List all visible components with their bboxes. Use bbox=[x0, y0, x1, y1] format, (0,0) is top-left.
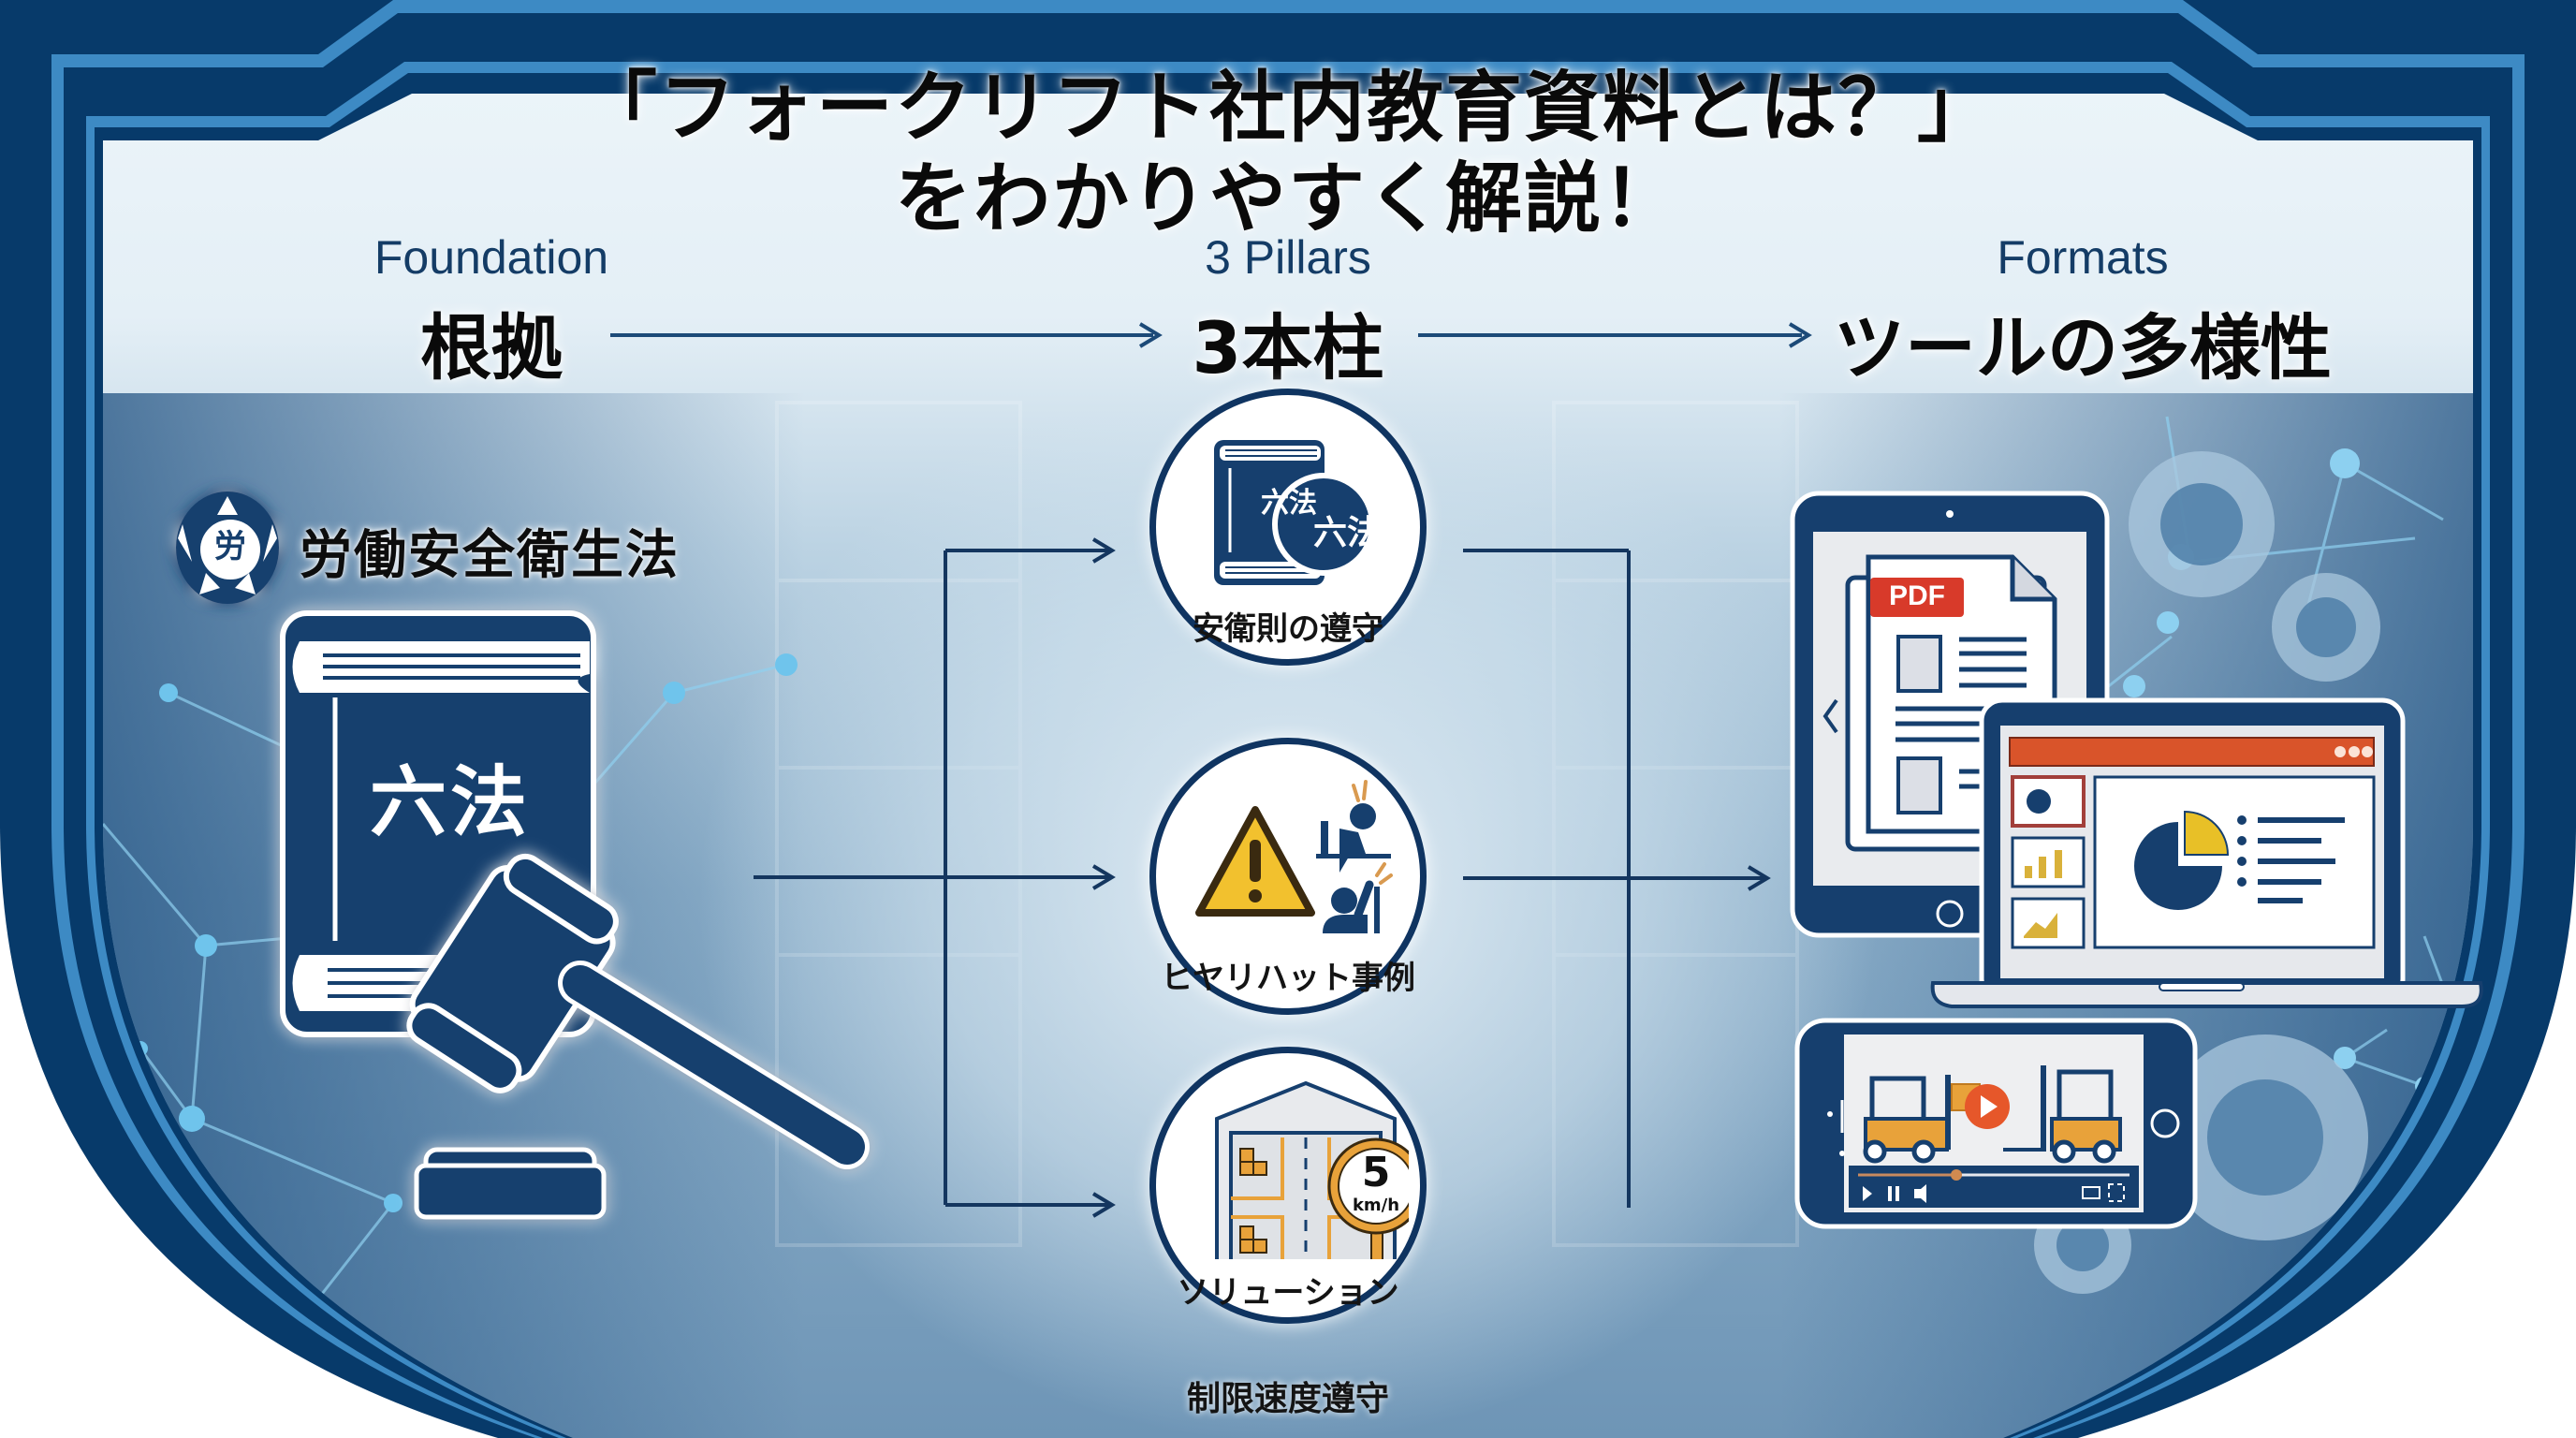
gavel-icon bbox=[406, 853, 870, 1220]
warehouse-speed-limit-icon bbox=[1215, 1081, 1409, 1259]
column-en-formats: Formats bbox=[1997, 231, 2169, 284]
pdf-badge: PDF bbox=[1889, 580, 1945, 611]
pillar-3-label: ソリューション bbox=[1177, 1274, 1399, 1312]
law-book-badge-icon bbox=[1214, 440, 1375, 585]
law-emblem-char: 労 bbox=[214, 528, 246, 565]
column-en-foundation: Foundation bbox=[373, 231, 609, 284]
left-connector bbox=[754, 537, 1116, 1218]
laptop-presentation-icon bbox=[1930, 697, 2483, 1008]
pillar-2-circle: ヒヤリハット事例 bbox=[1149, 738, 1427, 1015]
warning-near-miss-icon bbox=[1195, 780, 1393, 933]
pillar-1-book-text: 六法 bbox=[1261, 487, 1317, 520]
column-jp-pillars: 3本柱 bbox=[1192, 306, 1384, 389]
column-jp-foundation: 根拠 bbox=[420, 306, 563, 389]
column-en-pillars: 3 Pillars bbox=[1205, 231, 1371, 284]
column-jp-formats: ツールの多様性 bbox=[1834, 306, 2332, 389]
law-name: 労働安全衛生法 bbox=[300, 525, 680, 586]
pillar-2-label: ヒヤリハット事例 bbox=[1161, 960, 1415, 997]
pillar-1-label: 安衛則の遵守 bbox=[1193, 610, 1383, 648]
right-connector bbox=[1463, 549, 1771, 1208]
page-title-line1: 「フォークリフト社内教育資料とは？」 bbox=[579, 64, 1996, 153]
phone-video-icon bbox=[1794, 1018, 2198, 1229]
speed-unit: km/h bbox=[1352, 1196, 1400, 1215]
pillar-1-circle: 六法 六法 安衛則の遵守 bbox=[1149, 389, 1427, 666]
page-title-line2: をわかりやすく解説！ bbox=[894, 154, 1681, 243]
pillar-3-circle: 5 km/h ソリューション bbox=[1149, 1047, 1427, 1324]
emblem-icon bbox=[176, 492, 279, 604]
pillar-3-sub-label: 制限速度遵守 bbox=[1186, 1380, 1389, 1418]
pillar-1-badge-text: 六法 bbox=[1313, 514, 1382, 552]
book-title: 六法 bbox=[370, 758, 532, 847]
flow-arrows bbox=[610, 322, 1812, 348]
speed-number: 5 bbox=[1361, 1149, 1391, 1196]
